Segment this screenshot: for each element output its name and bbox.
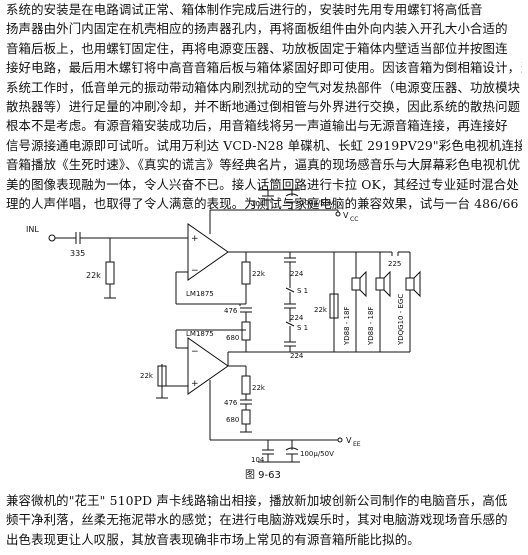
vcc-label: V bbox=[343, 211, 349, 220]
text-line: 系统的安装是在电路调试正常、箱体制作完成后进行的，安装时先用专用螺钉将高低音 bbox=[6, 2, 483, 17]
rail-capacitor-4-label: 100μ/50V bbox=[300, 450, 334, 458]
text-line: 根本不是考虑。有源音箱安装成功后，用音箱线将另一声道输出与无源音箱连接，再连接好 bbox=[6, 118, 508, 134]
feedback-capacitor-2-label: 476 bbox=[224, 399, 238, 407]
feedback-resistor-1 bbox=[241, 261, 251, 285]
input-capacitor-label: 335 bbox=[70, 249, 85, 258]
svg-text:CC: CC bbox=[350, 216, 358, 223]
svg-text:−: − bbox=[191, 347, 199, 357]
input-resistor-2-label: 22k bbox=[140, 372, 154, 380]
text-line: 音箱播放《生死时速》、《真实的谎言》等经典名片，逼真的现场感音乐与大屏幕彩色电视… bbox=[6, 157, 521, 173]
vee-label: V bbox=[346, 436, 352, 445]
feedback-resistor-2-label: 22k bbox=[252, 384, 266, 392]
switch-2-label: S 1 bbox=[297, 324, 308, 332]
svg-text:−: − bbox=[191, 266, 199, 276]
input-resistor-label: 22k bbox=[86, 271, 101, 280]
tweeter-capacitor-label: 225 bbox=[388, 260, 401, 268]
bottom-paragraph: 兼容微机的"花王" 510PD 声卡线路输出相接，播放新加坡创新公司制作的电脑音… bbox=[6, 491, 522, 549]
text-line: 美的图像表现融为一体，令人兴奋不已。接人话筒回路进行卡拉 OK，其经过专业延时混… bbox=[6, 176, 519, 192]
text-line: 扬声器由外门内固定在机壳相应的扬声器孔内，再将面板组件由外向内装入开孔大小合适的 bbox=[6, 21, 508, 37]
amplifier-2 bbox=[187, 337, 229, 395]
svg-text:+: + bbox=[191, 234, 199, 244]
rail-capacitor-1-label: 104 bbox=[251, 200, 265, 208]
speaker-1-label: YD88 - 18F bbox=[343, 307, 351, 346]
speaker-2-label: YD88 - 18F bbox=[367, 307, 375, 346]
bridge-capacitor-1-label: 224 bbox=[290, 270, 304, 278]
text-line: 理的人声伴唱，也取得了令人满意的表现。为测试与家庭电脑的兼容效果，试与一台 48… bbox=[6, 196, 519, 212]
text-line: 接好电路，最后用木螺钉将中高音音箱后板与箱体紧固好即可使用。因该音箱为倒相箱设计… bbox=[6, 60, 522, 76]
svg-text:+: + bbox=[191, 379, 199, 389]
rail-capacitor-2-label: 100μ/50V bbox=[300, 199, 334, 207]
feedback-resistor-1-label: 22k bbox=[252, 270, 266, 278]
input-resistor bbox=[105, 261, 115, 285]
ground-resistor-1-label: 680 bbox=[226, 334, 239, 342]
text-line: 系统工作时，低音单元的振动带动箱体内刷烈扰动的空气对发热部件（电源变压器、功放模… bbox=[6, 79, 521, 95]
svg-text:EE: EE bbox=[353, 441, 361, 448]
rail-capacitor-3-label: 104 bbox=[251, 456, 265, 464]
text-line: 信号源接通电源即可试听。试用万利达 VCD-N28 单碟机、长虹 2919PV2… bbox=[6, 137, 522, 153]
ground-resistor-2 bbox=[241, 409, 251, 425]
bridge-capacitor-2-label: 224 bbox=[290, 314, 304, 322]
text-line: 频干净利落，丝柔无拖泥带水的感觉；在进行电脑游戏娱乐时，其对电脑游戏现场音乐感的 bbox=[6, 512, 508, 528]
output-resistor-label: 22k bbox=[314, 306, 328, 314]
speaker-3-icon bbox=[405, 277, 415, 291]
feedback-resistor-2 bbox=[241, 375, 251, 395]
feedback-capacitor-1-label: 476 bbox=[224, 307, 238, 315]
circuit-schematic: INL 335 22k + − LM1875 104 100μ/50V bbox=[26, 189, 421, 464]
speaker-1-icon bbox=[351, 277, 361, 291]
bridge-capacitor-3-label: 224 bbox=[290, 352, 304, 360]
amplifier-1-label: LM1875 bbox=[186, 290, 214, 298]
input-terminal bbox=[48, 234, 56, 242]
text-line: 音箱后板上，也用螺钉固定住，再将电源变压器、功放板固定于箱体内壁适当部位并按图连 bbox=[6, 40, 508, 56]
text-line: 出色表现更让人叹服，其放音表现确非市场上常见的有源音箱所能比拟的。 bbox=[6, 531, 420, 547]
switch-1-label: S 1 bbox=[297, 287, 308, 295]
speaker-3-label: YDQG10 - EGC bbox=[397, 294, 405, 346]
top-paragraph: 系统的安装是在电路调试正常、箱体制作完成后进行的，安装时先用专用螺钉将高低音 扬… bbox=[6, 0, 522, 213]
text-line: 散热器等）进行足量的冲刷冷却，并不断地通过倒相管与外界进行交换，因此系统的散热问… bbox=[6, 99, 521, 115]
speaker-2-icon bbox=[375, 277, 385, 291]
figure-caption: 图 9-63 bbox=[245, 470, 281, 481]
amplifier-1 bbox=[187, 223, 229, 281]
ground-resistor-2-label: 680 bbox=[226, 416, 239, 424]
output-resistor bbox=[329, 293, 339, 319]
ground-resistor-1 bbox=[241, 321, 251, 341]
input-label: INL bbox=[26, 225, 39, 234]
text-line: 兼容微机的"花王" 510PD 声卡线路输出相接，播放新加坡创新公司制作的电脑音… bbox=[6, 493, 508, 508]
amplifier-2-label: LM1875 bbox=[186, 330, 214, 338]
